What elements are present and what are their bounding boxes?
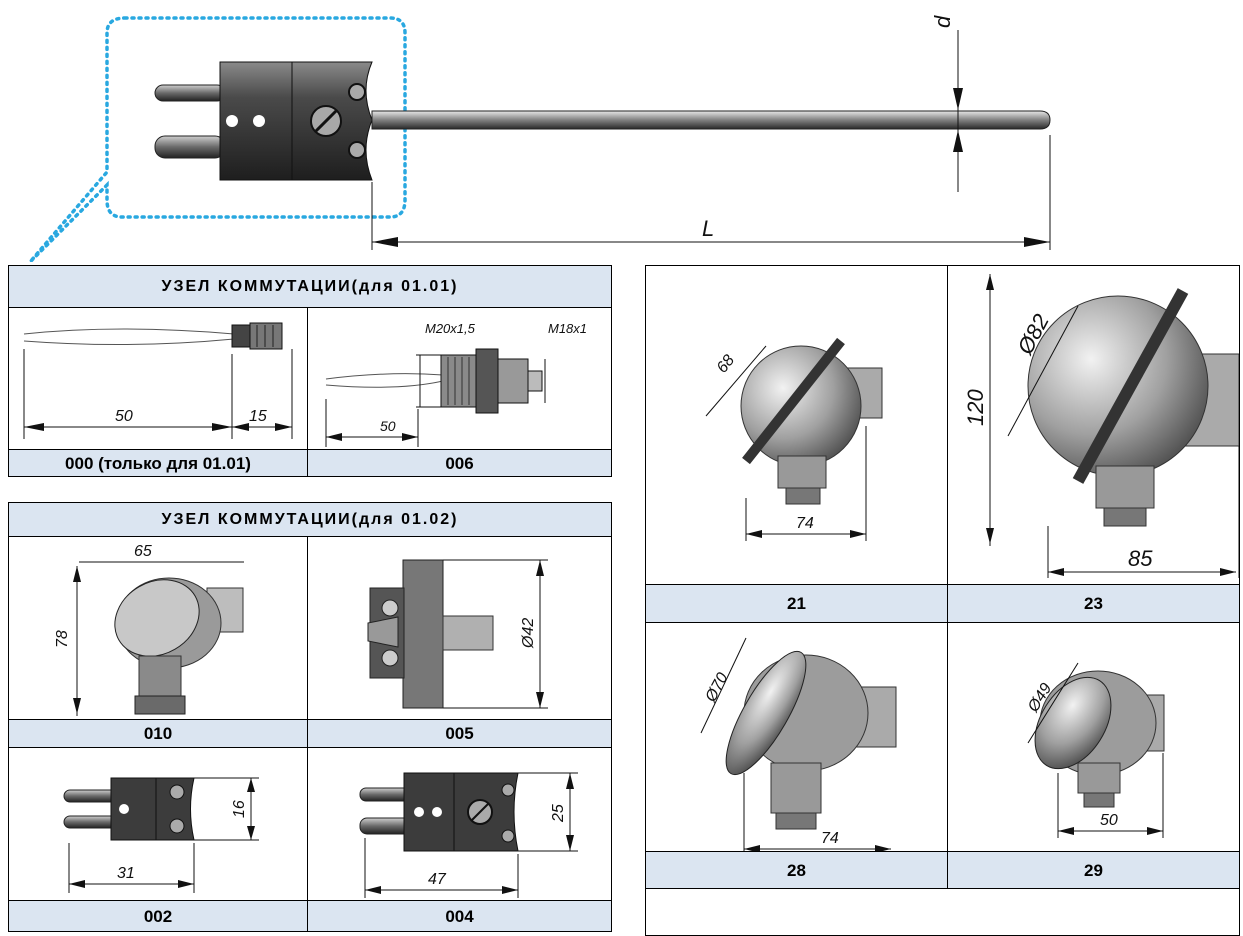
panel-heads: 74 68 21 120 Ø82 85 23 Ø70 74 28 [645, 265, 1240, 936]
drawing-010: 65 78 [54, 543, 244, 716]
panel-connection-0102: УЗЕЛ КОММУТАЦИИ(для 01.02) 65 78 010 Ø42… [8, 502, 612, 932]
drawing-002: 16 31 [63, 777, 259, 893]
drawing-000: 50 15 [23, 322, 293, 439]
caption-004: 004 [308, 900, 611, 931]
dim-label: 65 [134, 543, 152, 560]
panel-title: УЗЕЛ КОММУТАЦИИ(для 01.01) [9, 266, 611, 308]
dim-label: Ø70 [702, 670, 732, 706]
dim-label: 15 [249, 408, 267, 425]
drawing-23: 120 Ø82 85 [963, 274, 1239, 578]
dim-label: 50 [1100, 812, 1118, 829]
dim-label: 31 [117, 865, 135, 882]
sleeve [231, 324, 251, 348]
dim-label: 68 [714, 352, 738, 377]
drawing-21: 74 68 [705, 337, 883, 541]
dim-label: 50 [115, 408, 133, 425]
dim-L-label: L [702, 216, 714, 241]
caption-006: 006 [308, 449, 611, 476]
hex-nut [475, 348, 499, 414]
dim-label: Ø42 [520, 618, 537, 649]
callout-bubble [28, 16, 407, 262]
drawing-29: Ø49 50 [1024, 662, 1165, 838]
drawing-006: M20x1,5 M18x1 50 [325, 321, 587, 447]
dim-label: 47 [428, 871, 447, 888]
dim-label: 25 [550, 804, 567, 823]
panel-title: УЗЕЛ КОММУТАЦИИ(для 01.02) [9, 503, 611, 537]
dim-label: 74 [821, 830, 839, 847]
probe-rod [371, 110, 1051, 130]
dim-label: 16 [231, 800, 248, 818]
dim-label: 50 [380, 418, 396, 434]
dim-label: 85 [1128, 546, 1153, 571]
caption-21: 21 [646, 584, 947, 622]
drawing-28: Ø70 74 [700, 637, 897, 851]
plug-pin-lower [154, 135, 226, 159]
dim-label: M20x1,5 [425, 321, 476, 336]
plug-pin-upper [154, 84, 226, 102]
dim-label: 74 [796, 515, 814, 532]
thermocouple-main-drawing: d L [28, 15, 1051, 262]
caption-005: 005 [308, 719, 611, 747]
dim-label: 120 [963, 389, 988, 426]
caption-000: 000 (только для 01.01) [9, 449, 307, 476]
dim-d-label: d [930, 15, 955, 28]
caption-002: 002 [9, 900, 307, 931]
drawing-004: 25 47 [359, 772, 578, 898]
dim-label: M18x1 [548, 321, 587, 336]
drawing-005: Ø42 [367, 559, 548, 709]
dim-label: 78 [54, 630, 71, 648]
caption-28: 28 [646, 851, 947, 889]
caption-010: 010 [9, 719, 307, 747]
caption-23: 23 [948, 584, 1239, 622]
panel-connection-0101: УЗЕЛ КОММУТАЦИИ(для 01.01) 50 15 000 (то… [8, 265, 612, 477]
caption-29: 29 [948, 851, 1239, 889]
